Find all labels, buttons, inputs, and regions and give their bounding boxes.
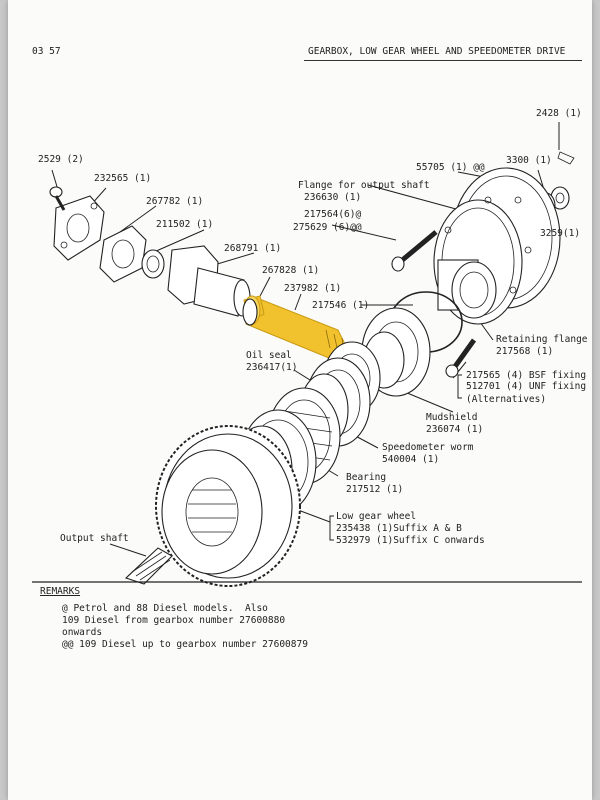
label-oil-seal-num: 236417(1) (246, 362, 298, 373)
low-gear-wheel (155, 425, 301, 587)
label-mudshield-num: 236074 (1) (426, 424, 484, 435)
label-flange-num: 236630 (1) (304, 192, 362, 203)
output-flange-236630 (433, 167, 561, 325)
remarks-line-2: 109 Diesel from gearbox number 27600880 (62, 615, 286, 626)
washer-267828 (242, 298, 258, 326)
label-2529: 2529 (2) (38, 154, 84, 165)
label-oil-seal-name: Oil seal (246, 350, 292, 361)
label-267828: 267828 (1) (262, 265, 320, 276)
gasket-267782 (99, 225, 147, 283)
label-3259: 3259(1) (540, 228, 581, 239)
screw-2529 (49, 186, 66, 211)
housing-268791 (167, 245, 251, 317)
label-retaining-num: 217568 (1) (496, 346, 554, 357)
label-217565: 217565 (4) BSF fixing (466, 370, 587, 381)
bolt-217565 (445, 338, 477, 378)
parts-catalog-page: 03 57 GEARBOX, LOW GEAR WHEEL AND SPEEDO… (8, 0, 592, 800)
bracket-fixing (457, 374, 462, 399)
header-rule (304, 60, 582, 61)
label-217564: 217564(6)@ (304, 209, 362, 220)
label-275629: 275629 (6)@@ (293, 222, 362, 233)
label-lowgear-a: 235438 (1)Suffix A & B (336, 523, 462, 534)
label-output-shaft: Output shaft (60, 533, 129, 544)
remarks-line-4: @@ 109 Diesel up to gearbox number 27600… (62, 639, 308, 650)
label-267782: 267782 (1) (146, 196, 204, 207)
label-lowgear-name: Low gear wheel (336, 511, 417, 522)
bolt-217564 (391, 230, 438, 272)
bracket-lowgear (329, 515, 334, 541)
label-worm-name: Speedometer worm (382, 442, 474, 453)
label-217546: 217546 (1) (312, 300, 370, 311)
label-alternatives: (Alternatives) (466, 394, 547, 405)
label-bearing-name: Bearing (346, 472, 387, 483)
label-55705: 55705 (1) @@ (416, 162, 485, 173)
remarks-line-3: onwards (62, 627, 103, 638)
label-worm-num: 540004 (1) (382, 454, 440, 465)
label-mudshield-name: Mudshield (426, 412, 478, 423)
label-3300: 3300 (1) (506, 155, 552, 166)
seal-211502 (141, 249, 165, 279)
split-pin-2428 (557, 151, 575, 165)
label-232565: 232565 (1) (94, 173, 152, 184)
label-2428: 2428 (1) (536, 108, 582, 119)
page-number: 03 57 (32, 46, 61, 57)
exploded-diagram (32, 122, 582, 587)
remarks-line-1: @ Petrol and 88 Diesel models. Also (62, 603, 268, 614)
label-268791: 268791 (1) (224, 243, 282, 254)
label-lowgear-c: 532979 (1)Suffix C onwards (336, 535, 485, 546)
label-237982: 237982 (1) (284, 283, 342, 294)
remarks-title: REMARKS (40, 586, 81, 597)
label-bearing-num: 217512 (1) (346, 484, 404, 495)
label-flange-name: Flange for output shaft (298, 180, 430, 191)
output-shaft (124, 547, 173, 585)
cover-plate-232565 (53, 195, 105, 261)
label-512701: 512701 (4) UNF fixing (466, 381, 587, 392)
page-title: GEARBOX, LOW GEAR WHEEL AND SPEEDOMETER … (308, 46, 566, 57)
label-211502: 211502 (1) (156, 219, 214, 230)
label-retaining-name: Retaining flange (496, 334, 588, 345)
